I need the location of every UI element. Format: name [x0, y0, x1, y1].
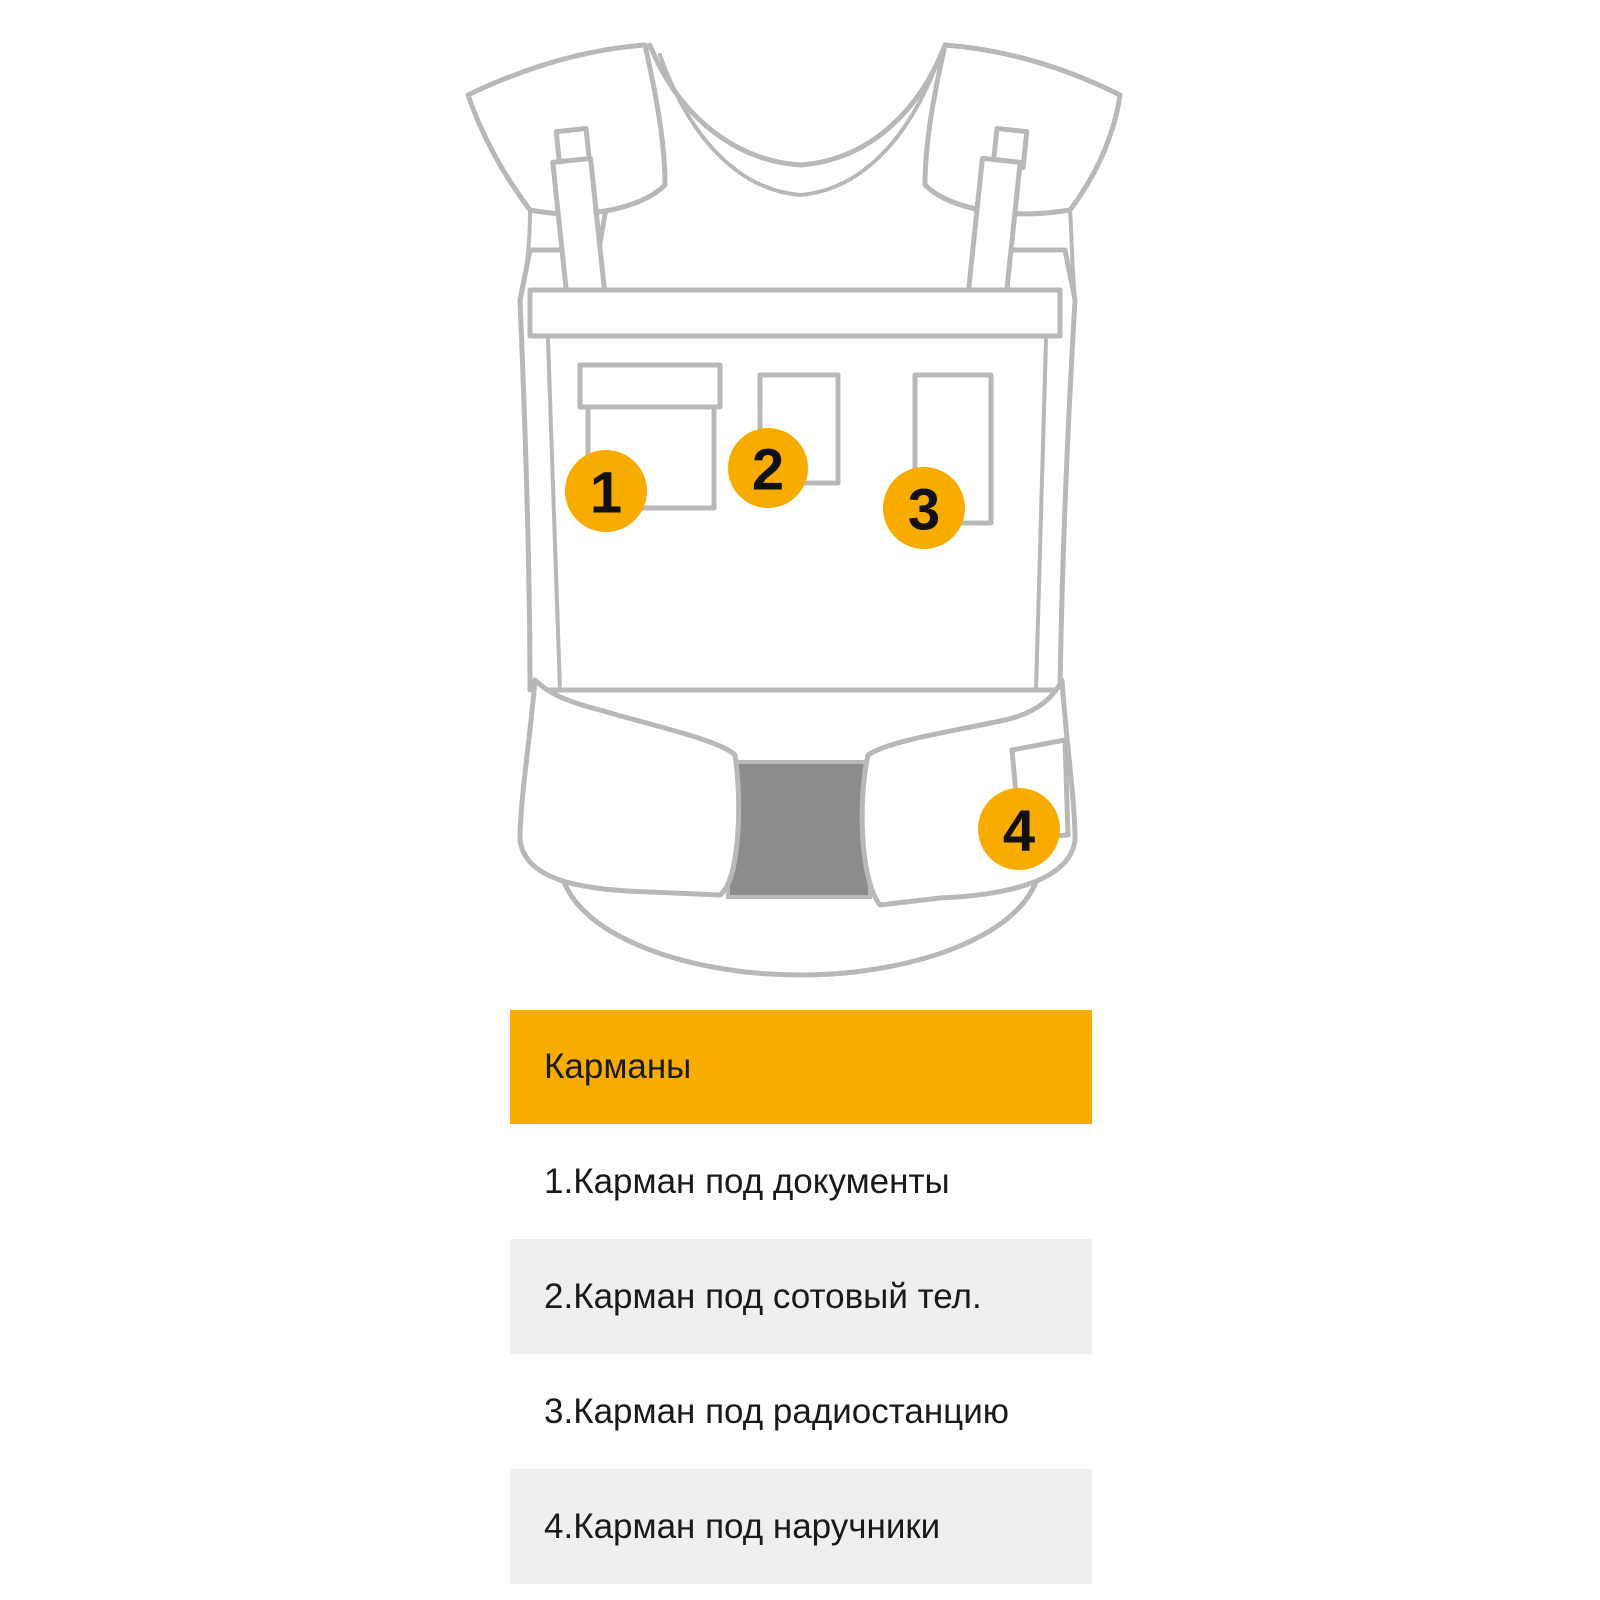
right-side-flap — [1068, 208, 1077, 302]
legend-item-radio: 3.Карман под радиостанцию — [510, 1354, 1092, 1469]
left-waist-wing — [517, 677, 742, 898]
marker-3: 3 — [883, 467, 965, 549]
marker-2: 2 — [728, 428, 808, 508]
pockets-legend: Карманы 1.Карман под документы 2.Карман … — [510, 1010, 1092, 1584]
vest-diagram: 1 2 3 4 — [465, 42, 1123, 978]
chest-band — [527, 287, 1063, 339]
marker-1: 1 — [565, 450, 647, 532]
vest-right-seam — [1034, 338, 1048, 692]
marker-4: 4 — [978, 788, 1060, 870]
marker-4-label: 4 — [1003, 799, 1035, 864]
legend-title: Карманы — [510, 1010, 1092, 1124]
legend-item-phone: 2.Карман под сотовый тел. — [510, 1239, 1092, 1354]
vest-left-seam — [546, 338, 562, 692]
legend-item-handcuffs: 4.Карман под наручники — [510, 1469, 1092, 1584]
marker-3-label: 3 — [908, 478, 940, 543]
pocket-documents-flap — [577, 362, 723, 410]
marker-1-label: 1 — [590, 461, 622, 526]
vest-neckline — [658, 53, 942, 197]
left-side-flap — [518, 208, 532, 302]
waist-elastic — [726, 760, 872, 899]
legend-item-documents: 1.Карман под документы — [510, 1124, 1092, 1239]
marker-2-label: 2 — [752, 438, 784, 503]
